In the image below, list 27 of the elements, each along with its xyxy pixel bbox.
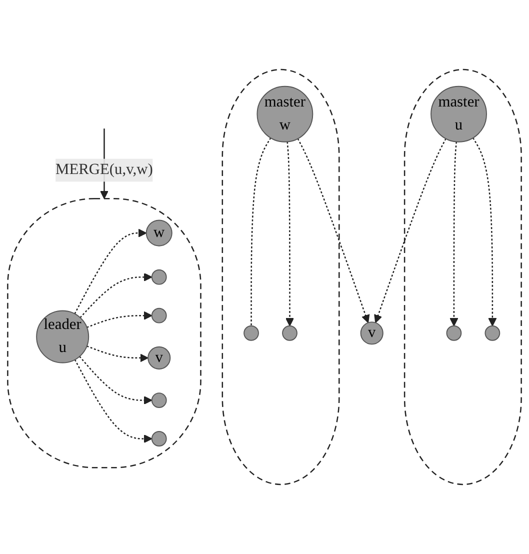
arrow — [74, 359, 152, 443]
connector — [250, 138, 272, 326]
arrow — [472, 138, 497, 326]
edge-label: MERGE(u,v,w) — [56, 162, 153, 178]
node-circle — [484, 325, 500, 341]
node-circle: master w — [256, 86, 314, 142]
node-circle — [446, 325, 462, 341]
arrow — [86, 311, 152, 328]
arrow — [79, 356, 152, 404]
node-circle — [282, 325, 298, 341]
arrow — [86, 346, 148, 362]
node-circle: master u — [430, 86, 487, 142]
node-circle: w — [146, 220, 172, 246]
node-circle: v — [148, 346, 171, 370]
node-circle: leader u — [36, 310, 90, 364]
node-circle — [244, 325, 259, 341]
arrow — [297, 138, 370, 324]
arrow — [286, 142, 294, 326]
node-circle — [151, 308, 167, 324]
node-circle — [151, 392, 167, 408]
node-circle — [151, 269, 167, 285]
node-circle: v — [360, 322, 384, 345]
arrow — [74, 228, 147, 314]
node-circle — [151, 431, 167, 446]
arrow — [80, 272, 152, 318]
arrow — [374, 138, 446, 324]
arrow — [450, 142, 458, 326]
